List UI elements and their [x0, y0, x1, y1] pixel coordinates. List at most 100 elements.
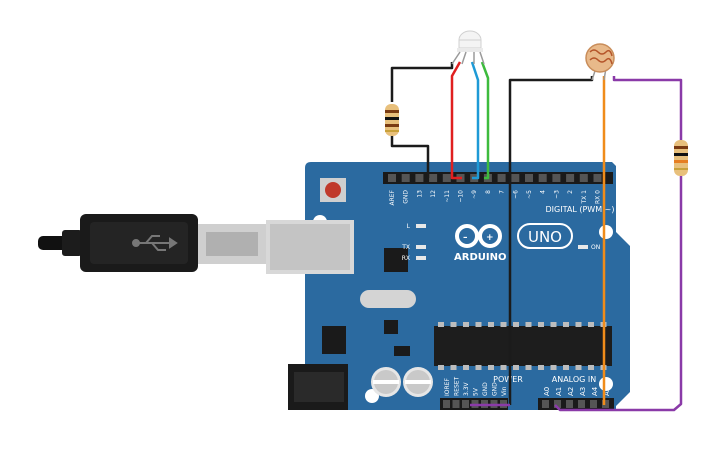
chip-pin — [500, 365, 507, 370]
resistor-led[interactable] — [385, 104, 399, 136]
small-chip — [384, 320, 398, 334]
digital-pin-hole[interactable] — [401, 174, 410, 182]
chip-pin — [588, 322, 594, 327]
analog-pin-hole[interactable] — [590, 400, 597, 408]
chip-pin — [438, 365, 444, 370]
digital-pin-label: AREF — [389, 189, 396, 205]
wire-blue[interactable] — [470, 61, 480, 180]
analog-pin-hole[interactable] — [602, 400, 609, 408]
photoresistor-ldr[interactable] — [585, 43, 615, 81]
led-tx-label: TX — [401, 244, 410, 251]
power-pin-label: Vin — [501, 386, 508, 396]
digital-pin-label: 2 — [567, 190, 574, 194]
digital-pin-hole[interactable] — [579, 174, 588, 182]
analog-pin-hole[interactable] — [554, 400, 561, 408]
digital-pin-label: ~5 — [526, 190, 533, 199]
led-rx-label: RX — [402, 255, 410, 262]
chip-pin — [525, 365, 532, 370]
analog-pin-label: A0 — [543, 387, 551, 396]
on-label: ON — [591, 244, 600, 251]
digital-pin-hole[interactable] — [429, 174, 438, 182]
analog-pin-hole[interactable] — [566, 400, 573, 408]
power-pin-label: IOREF — [444, 378, 451, 396]
power-pin-label: GND — [492, 382, 499, 396]
wire-black-led-resistor[interactable] — [390, 62, 454, 102]
chip-pin — [525, 322, 532, 327]
digital-pin-label: ~3 — [553, 190, 560, 199]
chip-pin — [463, 322, 469, 327]
chip-pin — [575, 365, 582, 370]
arduino-infinity-logo — [455, 224, 502, 248]
crystal-oscillator — [360, 290, 416, 308]
chip-pin — [450, 365, 457, 370]
digital-pin-hole[interactable] — [442, 174, 451, 182]
reset-button-cap[interactable] — [325, 182, 341, 198]
digital-pin-label: RX 0 — [595, 190, 602, 204]
power-pin-label: GND — [482, 382, 489, 396]
digital-pin-label: 12 — [430, 190, 437, 198]
transistor — [394, 346, 410, 356]
analog-pin-label: A5 — [603, 387, 611, 396]
wire-black-resistor-gnd[interactable] — [390, 136, 430, 178]
power-header-label: POWER — [493, 375, 523, 384]
digital-pin-hole[interactable] — [497, 174, 506, 182]
voltage-regulator — [322, 326, 346, 354]
chip-pin — [563, 322, 569, 327]
digital-pin-hole[interactable] — [593, 174, 602, 182]
digital-pin-label: 8 — [485, 190, 492, 194]
rgb-led[interactable] — [451, 30, 485, 65]
chip-pin — [463, 365, 469, 370]
led-l-label: L — [407, 223, 411, 230]
model-label: UNO — [528, 228, 562, 246]
digital-pin-hole[interactable] — [566, 174, 575, 182]
chip-pin — [450, 322, 457, 327]
wire-red[interactable] — [450, 61, 462, 180]
analog-pin-label: A1 — [555, 387, 563, 396]
usb-chip — [384, 248, 408, 272]
wire-purple-top[interactable] — [612, 76, 683, 140]
usb-cable-tail — [38, 236, 68, 250]
capacitor — [371, 367, 401, 397]
digital-pin-label: TX 1 — [581, 190, 588, 205]
led-rx — [416, 256, 426, 260]
chip-pin — [538, 322, 544, 327]
chip-pin — [500, 322, 507, 327]
svg-text:+: + — [486, 233, 494, 243]
analog-pin-hole[interactable] — [542, 400, 549, 408]
analog-pin-hole[interactable] — [578, 400, 585, 408]
digital-pin-label: ~9 — [471, 190, 478, 199]
analog-pin-label: A4 — [591, 386, 599, 396]
power-pin-hole[interactable] — [443, 400, 450, 408]
digital-pin-label: ~10 — [458, 190, 465, 203]
digital-pin-hole[interactable] — [511, 174, 520, 182]
digital-header-label: DIGITAL (PWM ~) — [546, 205, 615, 214]
led-l — [416, 224, 426, 228]
usb-cable — [38, 214, 266, 272]
chip-pin — [563, 365, 569, 370]
digital-pin-hole[interactable] — [538, 174, 547, 182]
power-pin-hole[interactable] — [462, 400, 469, 408]
wire-green[interactable] — [480, 61, 490, 180]
resistor-ldr[interactable] — [674, 140, 688, 176]
power-pin-label: 3.3V — [463, 381, 470, 396]
usb-icon — [132, 235, 178, 251]
power-pin-hole[interactable] — [452, 400, 460, 408]
led-on — [578, 245, 588, 249]
chip-pin — [488, 365, 494, 370]
chip-pin — [513, 365, 519, 370]
chip-pin — [538, 365, 544, 370]
digital-pin-hole[interactable] — [415, 174, 424, 182]
atmega-chip — [434, 326, 612, 366]
analog-pin-label: A2 — [567, 387, 575, 396]
digital-pin-hole[interactable] — [525, 174, 533, 182]
chip-pin — [488, 322, 494, 327]
model-badge — [517, 223, 573, 249]
wire-purple-bottom[interactable] — [554, 176, 683, 412]
mount-hole — [599, 377, 613, 391]
digital-pin-hole[interactable] — [552, 174, 561, 182]
digital-pin-hole[interactable] — [388, 174, 396, 182]
led-tx — [416, 245, 426, 249]
chip-pin — [588, 365, 594, 370]
